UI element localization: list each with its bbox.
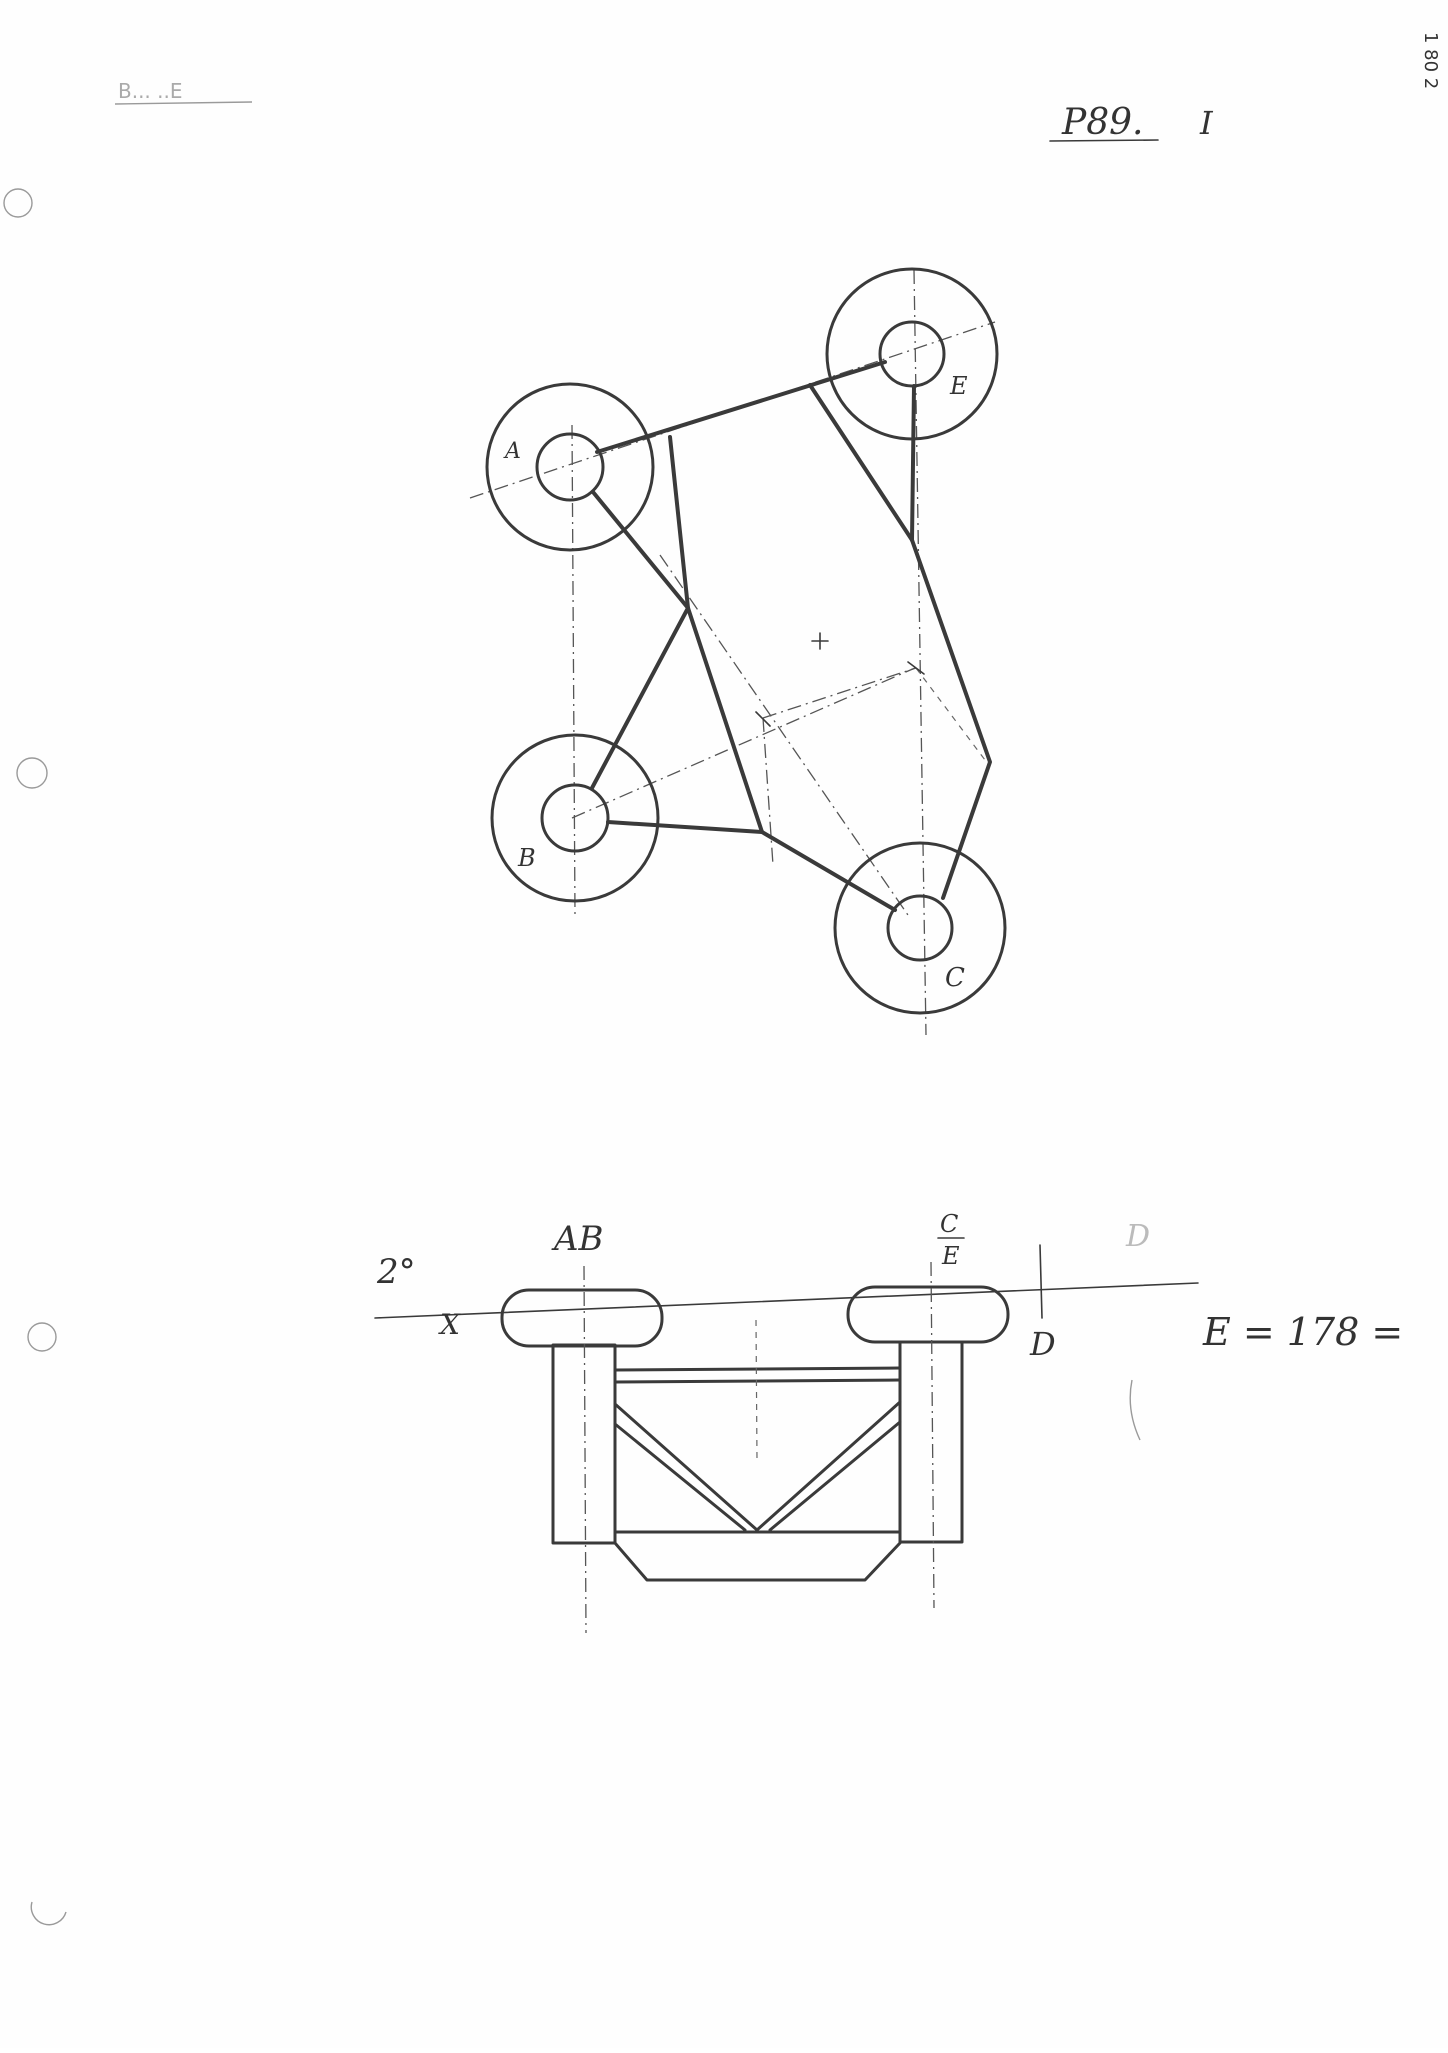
left-pad xyxy=(500,1288,664,1348)
punch-hole-mark xyxy=(3,188,33,218)
reference-tilt-line xyxy=(374,1282,1199,1319)
frame-member-a-to-e xyxy=(595,360,887,454)
frame-member-b-to-node xyxy=(606,820,764,834)
centerline-ec xyxy=(913,269,927,1036)
node-c-outer-circle xyxy=(833,841,1007,1015)
drawing-reference-suffix: I xyxy=(1199,104,1214,142)
label-d-side: D xyxy=(1029,1325,1056,1363)
label-ab: AB xyxy=(551,1219,604,1259)
elevation-centerline-ab xyxy=(583,1265,587,1634)
v-brace-right-inner xyxy=(768,1420,902,1532)
label-c: C xyxy=(940,1210,958,1238)
faint-header-underline xyxy=(114,101,253,105)
dimension-equation: E = 178 = xyxy=(1202,1310,1403,1354)
node-a-outer-circle xyxy=(485,382,655,552)
angle-annotation: 2° xyxy=(376,1252,416,1292)
faint-header-note: B... ..E xyxy=(118,79,183,103)
plan-view: A E B C xyxy=(469,267,1007,1036)
right-column xyxy=(898,1340,964,1544)
elevation-view: AB C E D D 2° X E = 178 = xyxy=(374,1210,1403,1634)
label-node-c: C xyxy=(945,963,965,993)
inner-construction-line xyxy=(762,667,917,719)
frame-member-node-to-c xyxy=(760,830,897,912)
node-c-inner-circle xyxy=(886,894,954,962)
punch-hole-mark xyxy=(27,1322,57,1352)
punch-hole-mark xyxy=(16,757,48,789)
v-brace-left-outer xyxy=(613,1402,759,1532)
node-b-inner-circle xyxy=(540,783,610,853)
top-beam-lower xyxy=(613,1378,902,1384)
tick-mark xyxy=(907,661,925,675)
label-e: E xyxy=(941,1242,960,1270)
frame-member-right-chord xyxy=(910,538,992,900)
faint-arc-mark xyxy=(1129,1379,1141,1441)
label-node-e: E xyxy=(949,372,968,400)
elevation-centerline-ce xyxy=(930,1261,935,1609)
frame-member-e-to-right xyxy=(808,383,914,542)
inner-construction-line xyxy=(762,717,774,866)
label-node-a: A xyxy=(503,439,521,464)
label-d-top: D xyxy=(1125,1219,1150,1254)
node-e-inner-circle xyxy=(878,320,946,388)
elevation-centerline-mid xyxy=(755,1319,758,1461)
v-brace-right-outer xyxy=(755,1400,902,1532)
frame-member-a-to-centre xyxy=(591,490,690,610)
centerline-b-diagonal xyxy=(571,667,916,819)
v-brace-left-inner xyxy=(613,1422,747,1532)
tick-mark xyxy=(755,711,771,727)
base-tray xyxy=(613,1541,902,1582)
centerline-a-horizontal xyxy=(469,321,996,499)
margin-code: 1 80 2 xyxy=(1420,32,1441,89)
node-b-outer-circle xyxy=(490,733,660,903)
drawing-reference-number: P89. xyxy=(1061,102,1143,143)
reference-underline xyxy=(1049,139,1159,142)
centerline-ab xyxy=(571,424,576,916)
node-a-inner-circle xyxy=(535,432,605,502)
frame-member-left-chord xyxy=(668,435,764,834)
angle-mark: X xyxy=(438,1308,461,1341)
d-dimension-line xyxy=(1039,1244,1043,1319)
diagonal-construction-line xyxy=(659,554,911,919)
punch-hole-mark xyxy=(30,1901,67,1926)
label-node-b: B xyxy=(517,844,536,872)
frame-member-e-down xyxy=(910,384,916,542)
top-beam-upper xyxy=(613,1366,902,1372)
frame-member-b-to-centre xyxy=(590,606,690,790)
